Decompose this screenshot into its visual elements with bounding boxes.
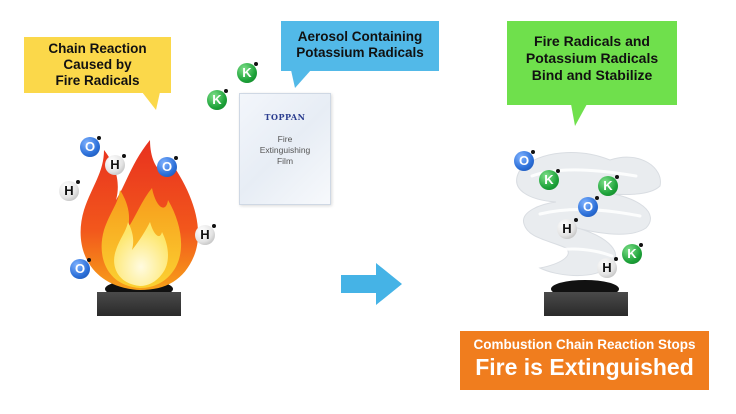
- callout-tail: [142, 92, 160, 110]
- result-banner: Combustion Chain Reaction Stops Fire is …: [460, 331, 709, 390]
- hydrogen-radical: H: [195, 224, 216, 245]
- film-label: Fire Extinguishing Film: [240, 134, 330, 167]
- callout-tail: [291, 70, 311, 88]
- hydrogen-radical: H: [557, 218, 578, 239]
- callout-line: Fire Radicals: [55, 73, 140, 89]
- burner-stand-icon: [544, 280, 628, 316]
- oxygen-radical: O: [514, 150, 535, 171]
- film-brand: TOPPAN: [264, 112, 306, 122]
- potassium-radical: K: [539, 169, 560, 190]
- callout-line: Potassium Radicals: [525, 49, 659, 66]
- potassium-radical: K: [237, 62, 258, 83]
- result-line-1: Combustion Chain Reaction Stops: [473, 337, 696, 352]
- chain-reaction-callout: Chain Reaction Caused by Fire Radicals: [24, 37, 171, 110]
- oxygen-radical: O: [578, 196, 599, 217]
- hydrogen-radical: H: [597, 257, 618, 278]
- callout-line: Bind and Stabilize: [531, 66, 653, 83]
- bind-stabilize-callout: Fire Radicals and Potassium Radicals Bin…: [507, 21, 677, 126]
- film-label-line: Fire: [277, 134, 293, 144]
- extinguishing-film: TOPPAN Fire Extinguishing Film: [239, 93, 331, 205]
- result-line-2: Fire is Extinguished: [475, 354, 694, 380]
- flame-icon: [80, 140, 199, 290]
- potassium-radical: K: [207, 89, 228, 110]
- callout-tail: [571, 104, 587, 126]
- oxygen-radical: O: [157, 156, 178, 177]
- oxygen-radical: O: [80, 136, 101, 157]
- oxygen-radical: O: [70, 258, 91, 279]
- callout-line: Chain Reaction: [48, 41, 147, 56]
- film-label-line: Film: [276, 156, 294, 166]
- aerosol-callout: Aerosol Containing Potassium Radicals: [281, 21, 439, 88]
- potassium-radical: K: [622, 243, 643, 264]
- hydrogen-radical: H: [59, 180, 80, 201]
- callout-line: Aerosol Containing: [297, 29, 423, 44]
- potassium-radical: K: [598, 175, 619, 196]
- callout-line: Fire Radicals and: [534, 33, 650, 49]
- hydrogen-radical: H: [105, 154, 126, 175]
- right-arrow-icon: [341, 263, 402, 305]
- callout-line: Caused by: [63, 57, 132, 73]
- callout-line: Potassium Radicals: [296, 45, 424, 61]
- film-label-line: Extinguishing: [259, 145, 311, 155]
